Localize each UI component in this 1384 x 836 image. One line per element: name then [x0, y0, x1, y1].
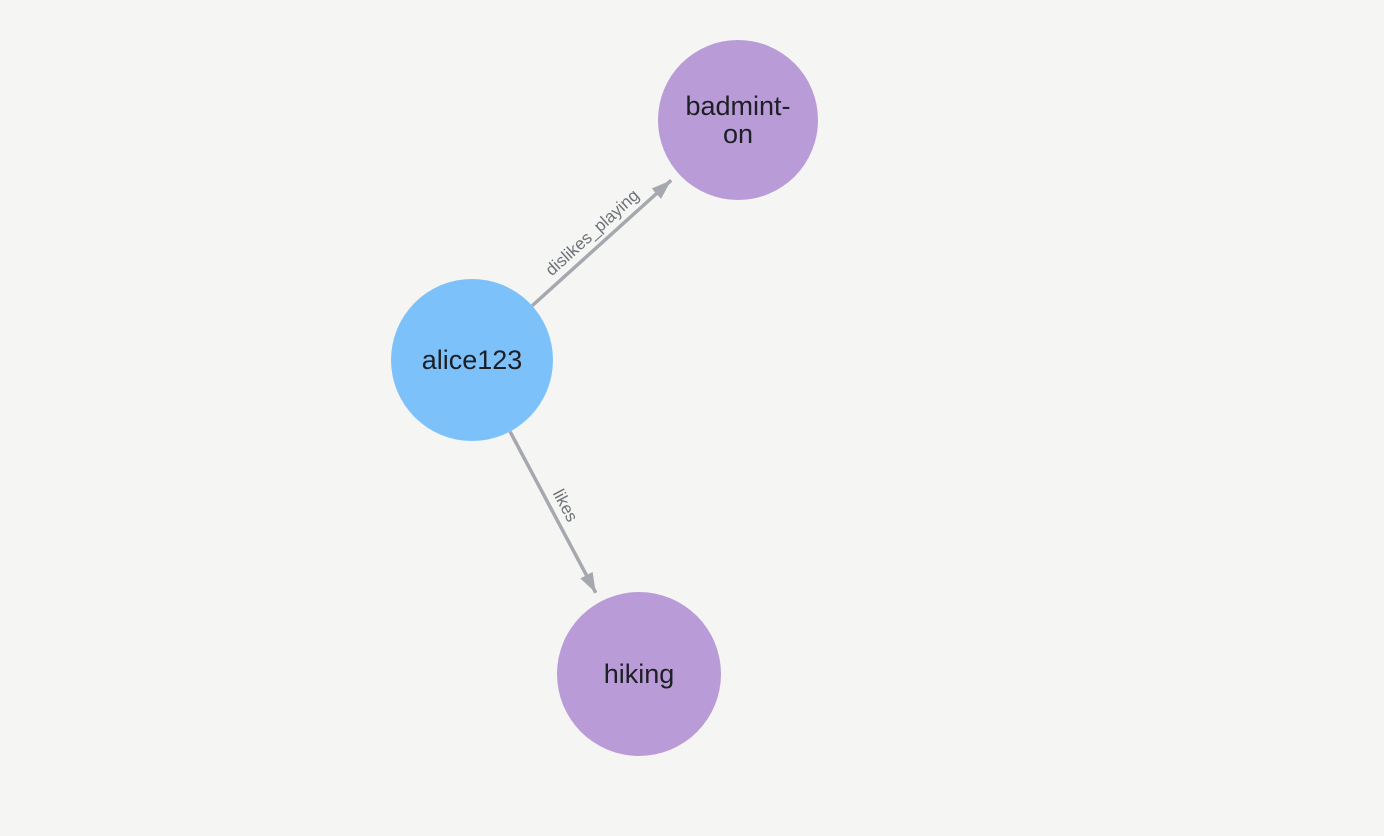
graph-node-badminton[interactable] [658, 40, 818, 200]
edge-label: likes [549, 486, 582, 525]
graph-node-hiking[interactable] [557, 592, 721, 756]
graph-node-alice123[interactable] [391, 279, 553, 441]
edge-label: dislikes_playing [542, 186, 643, 280]
edge-dislikes_playing[interactable] [530, 178, 673, 308]
edge-likes[interactable] [508, 430, 598, 594]
